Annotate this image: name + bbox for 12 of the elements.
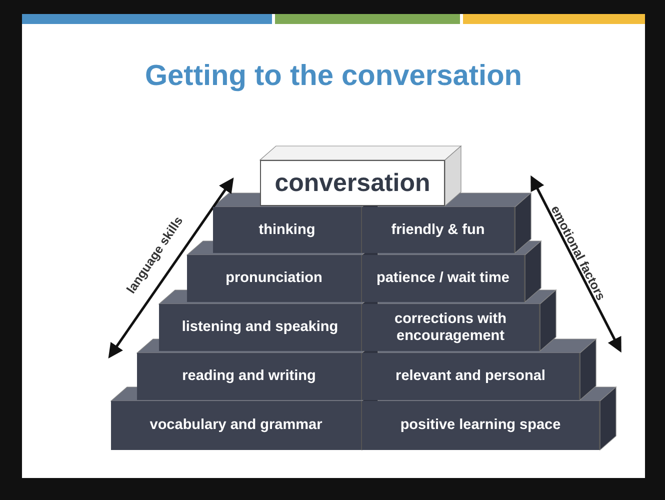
pyramid-block: corrections with encouragement <box>362 304 540 351</box>
pyramid-block: thinking <box>213 207 362 253</box>
pyramid-block: positive learning space <box>362 401 600 450</box>
pyramid-block: relevant and personal <box>362 353 580 400</box>
top-block: conversation <box>260 160 445 206</box>
slide-title: Getting to the conversation <box>144 60 524 93</box>
pyramid-block: patience / wait time <box>362 255 525 302</box>
pyramid-block: pronunciation <box>187 255 362 302</box>
pyramid-block: listening and speaking <box>159 304 362 351</box>
pyramid-block: friendly & fun <box>362 207 515 253</box>
pyramid-block: reading and writing <box>137 353 362 400</box>
pyramid-block: vocabulary and grammar <box>111 401 362 450</box>
